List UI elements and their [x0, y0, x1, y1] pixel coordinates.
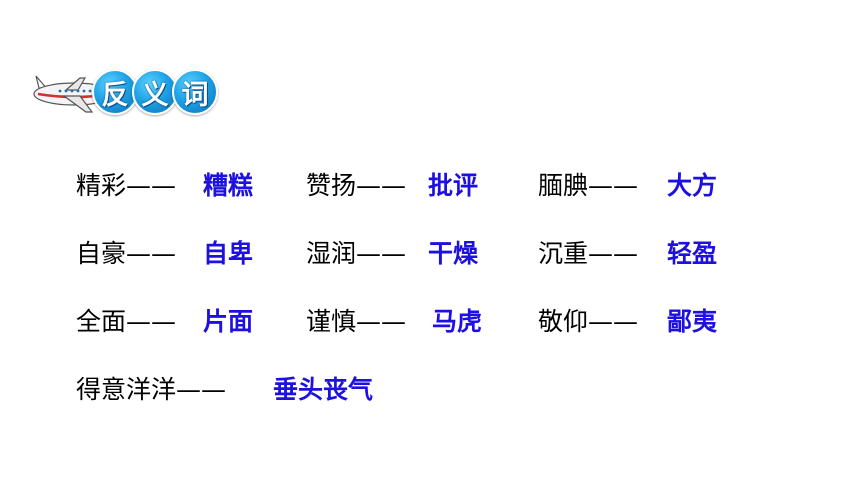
- answer: 垂头丧气: [273, 375, 374, 404]
- word: 腼腆——: [538, 171, 639, 200]
- word: 谨慎——: [306, 307, 407, 336]
- word: 自豪——: [76, 239, 177, 268]
- answer: 干燥: [428, 239, 479, 268]
- antonym-row-2: 自豪—— 自卑 湿润—— 干燥 沉重—— 轻盈: [0, 234, 860, 274]
- title-bubbles: 反 义 词: [92, 69, 218, 115]
- word: 得意洋洋——: [76, 375, 227, 404]
- section-header: 反 义 词: [30, 64, 220, 120]
- antonym-row-1: 精彩—— 糟糕 赞扬—— 批评 腼腆—— 大方: [0, 166, 860, 206]
- word: 敬仰——: [538, 307, 639, 336]
- answer: 鄙夷: [667, 307, 718, 336]
- answer: 自卑: [203, 239, 254, 268]
- answer: 大方: [667, 171, 718, 200]
- title-char-1: 反: [92, 69, 138, 115]
- word: 湿润——: [306, 239, 407, 268]
- answer: 轻盈: [667, 239, 718, 268]
- word: 赞扬——: [306, 171, 407, 200]
- antonym-row-4: 得意洋洋—— 垂头丧气: [0, 370, 860, 410]
- answer: 马虎: [432, 307, 483, 336]
- answer: 糟糕: [203, 171, 254, 200]
- word: 沉重——: [538, 239, 639, 268]
- antonym-row-3: 全面—— 片面 谨慎—— 马虎 敬仰—— 鄙夷: [0, 302, 860, 342]
- answer: 片面: [203, 307, 254, 336]
- word: 全面——: [76, 307, 177, 336]
- word: 精彩——: [76, 171, 177, 200]
- title-char-3: 词: [172, 69, 218, 115]
- answer: 批评: [428, 171, 479, 200]
